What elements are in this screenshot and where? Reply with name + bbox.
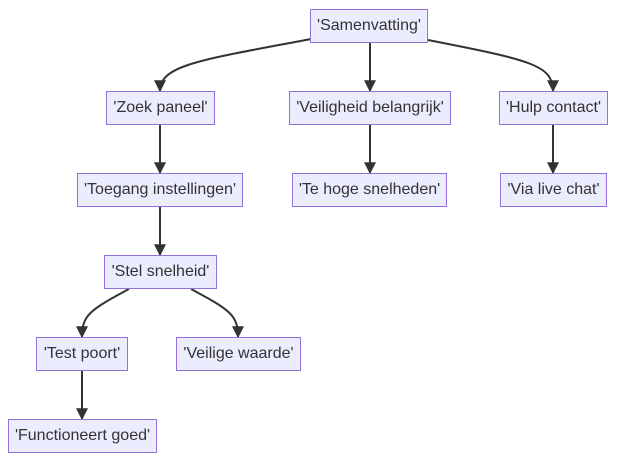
edge-stel-veilige [190,288,244,339]
node-zoek-paneel: 'Zoek paneel' [106,91,215,125]
node-hulp-contact: 'Hulp contact' [499,91,608,125]
node-veiligheid-belangrijk: 'Veiligheid belangrijk' [289,91,451,125]
node-functioneert-goed: 'Functioneert goed' [8,419,157,453]
node-via-live-chat: 'Via live chat' [500,173,607,207]
node-toegang-instellingen: 'Toegang instellingen' [77,173,243,207]
edge-samenvatting-zoek [154,38,312,93]
node-samenvatting: 'Samenvatting' [310,9,428,43]
edge-samenvatting-hulp [427,39,559,93]
edge-stel-test [76,288,130,339]
node-te-hoge-snelheden: 'Te hoge snelheden' [292,173,447,207]
node-veilige-waarde: 'Veilige waarde' [176,337,301,371]
node-test-poort: 'Test poort' [36,337,128,371]
node-stel-snelheid: 'Stel snelheid' [104,255,217,289]
